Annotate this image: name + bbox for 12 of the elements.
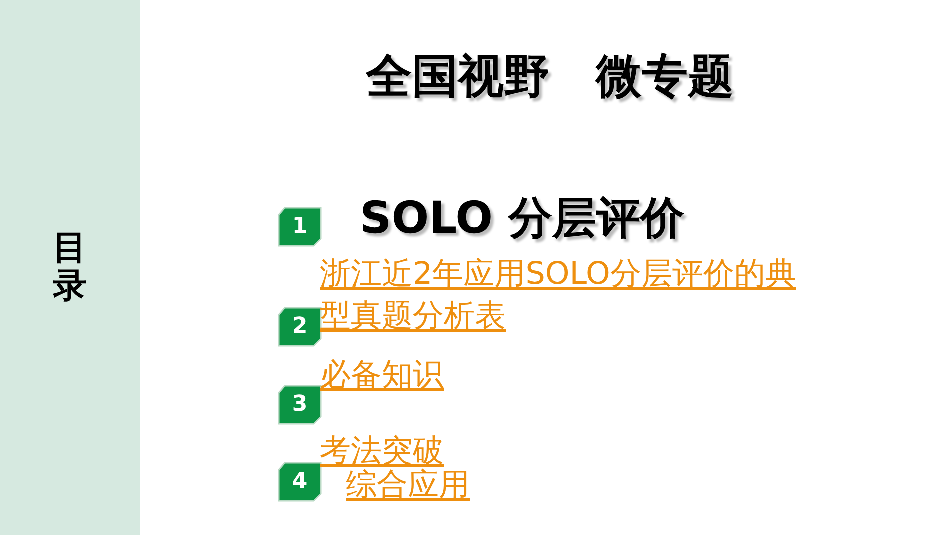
sidebar-panel xyxy=(0,0,140,535)
number-badge: 1 xyxy=(278,207,322,247)
number-badge: 2 xyxy=(278,307,322,347)
link-text: 综合应用 xyxy=(346,466,471,505)
section-heading: SOLO 分层评价 xyxy=(360,192,686,246)
sidebar-label: 目录 xyxy=(53,230,87,305)
link-text: 考法突破 xyxy=(320,432,445,469)
number-badge: 3 xyxy=(278,385,322,425)
number-badge: 4 xyxy=(278,462,322,502)
link-text: 浙江近2年应用SOLO分层评价的典型真题分析表 xyxy=(320,255,798,336)
link-text: 必备知识 xyxy=(320,356,445,395)
page-title: 全国视野 微专题 xyxy=(364,48,735,105)
